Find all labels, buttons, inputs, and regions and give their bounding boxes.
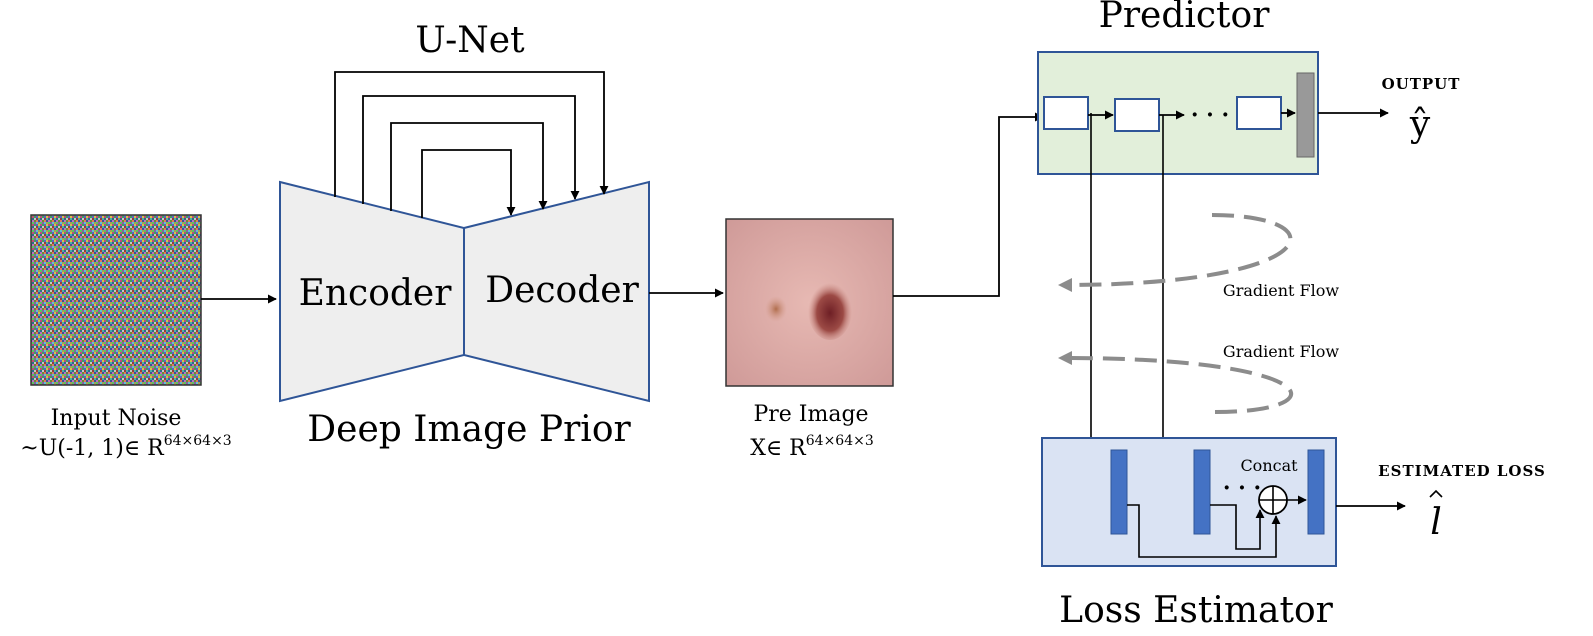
gradient-flow-bottom [1058, 351, 1293, 414]
decoder-label: Decoder [485, 270, 639, 311]
pre-image-formula-text: X∈ R [750, 436, 807, 461]
predictor-output-layer [1296, 72, 1315, 158]
bar-2-to-concat [1210, 504, 1265, 550]
pre-image-label: Pre Image [753, 402, 868, 427]
input-noise-distribution: ~U(-1, 1)∈ R64×64×3 [20, 433, 231, 461]
predictor-title: Predictor [1099, 0, 1271, 36]
arrow-pre-image-to-predictor [893, 112, 1044, 297]
predictor-layer-1 [1043, 96, 1089, 130]
loss-output-caption: ESTIMATED LOSS [1378, 462, 1546, 480]
dip-caption: Deep Image Prior [307, 409, 631, 450]
encoder-label: Encoder [299, 273, 453, 314]
input-noise-label: Input Noise [51, 406, 182, 431]
skip-connection-4 [421, 149, 516, 218]
loss-estimator-title: Loss Estimator [1059, 590, 1333, 631]
loss-output-symbol: l [1430, 502, 1442, 543]
decoder-block [463, 180, 650, 403]
loss-bar-1 [1110, 449, 1128, 535]
predictor-dots: · · · [1191, 102, 1229, 128]
loss-concat-label: Concat [1240, 456, 1298, 475]
pre-image-formula: X∈ R64×64×3 [750, 433, 874, 461]
skip-connection-2 [362, 95, 580, 204]
input-noise-image [30, 214, 202, 386]
pre-image-dims: 64×64×3 [806, 433, 874, 449]
pre-image [725, 218, 894, 387]
loss-bar-3 [1307, 449, 1325, 535]
gradient-flow-top-label: Gradient Flow [1223, 281, 1339, 300]
input-noise-dims: 64×64×3 [164, 433, 232, 449]
predictor-output-caption: OUTPUT [1382, 75, 1461, 93]
pre-image-lesion-large [808, 280, 852, 340]
predictor-layer-2 [1114, 98, 1160, 132]
unet-title: U-Net [415, 20, 525, 61]
skip-connection-1 [334, 71, 609, 197]
predictor-layer-3 [1236, 96, 1282, 130]
loss-dots: · · · [1223, 475, 1261, 501]
input-noise-distribution-text: ~U(-1, 1)∈ R [20, 436, 165, 461]
pre-image-lesion-small [765, 296, 787, 322]
gradient-flow-top [1058, 213, 1293, 292]
bar-1-to-concat [1127, 504, 1281, 558]
predictor-output-symbol: ŷ [1409, 104, 1431, 145]
loss-output-hat [1429, 489, 1443, 498]
gradient-flow-bottom-label: Gradient Flow [1223, 342, 1339, 361]
skip-connection-3 [390, 122, 548, 211]
loss-bar-2 [1193, 449, 1211, 535]
